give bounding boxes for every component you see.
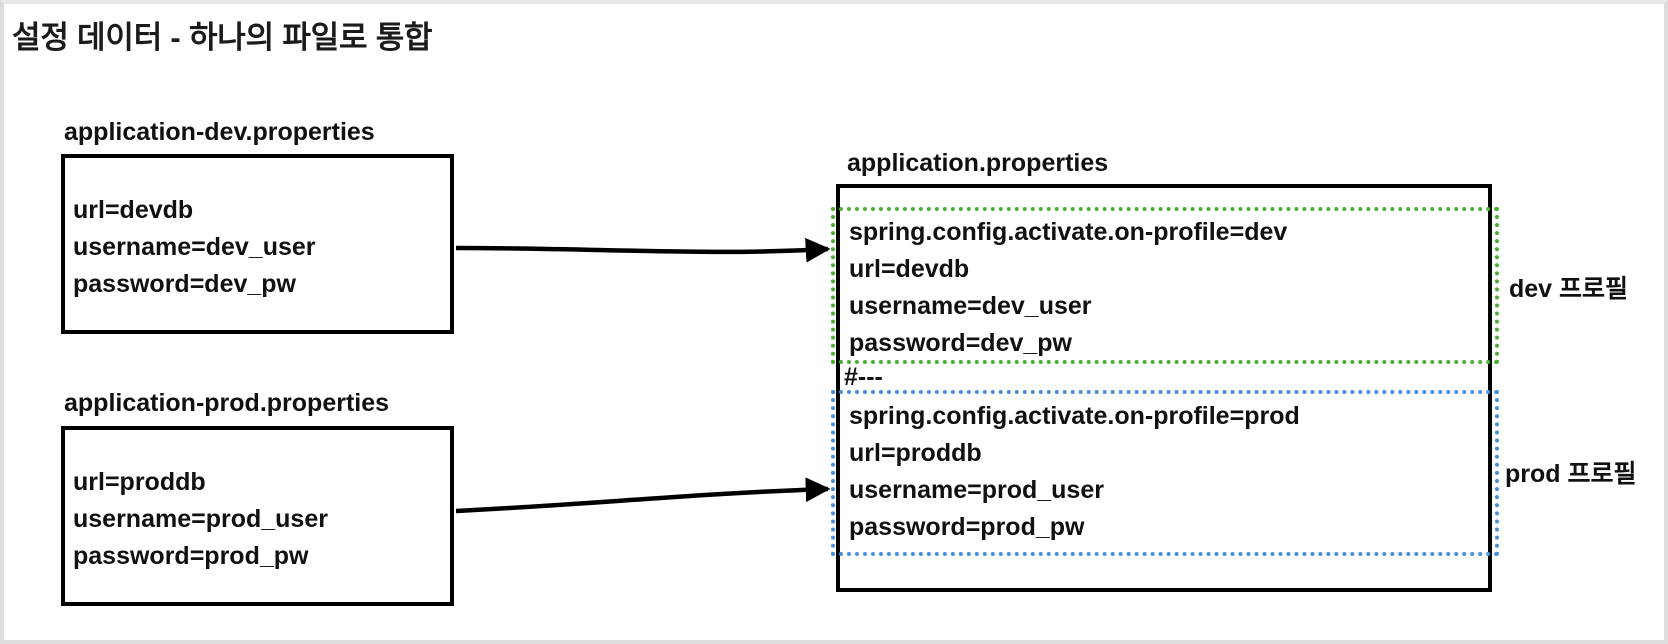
code-line: password=dev_pw bbox=[73, 270, 296, 298]
code-line: password=prod_pw bbox=[849, 513, 1085, 541]
profile-separator: #--- bbox=[844, 363, 883, 391]
file-box-application-properties bbox=[836, 184, 1492, 592]
caption-application-prod-properties: application-prod.properties bbox=[64, 389, 390, 417]
code-line: username=dev_user bbox=[849, 292, 1092, 320]
code-line: url=proddb bbox=[73, 468, 206, 496]
code-line: url=devdb bbox=[73, 196, 194, 224]
caption-application-dev-properties: application-dev.properties bbox=[64, 118, 375, 146]
merged-prod-code-block: spring.config.activate.on-profile=prod u… bbox=[849, 398, 1300, 546]
prod-profile-label: prod 프로필 bbox=[1505, 460, 1637, 488]
file-box-application-dev-properties: url=devdb username=dev_user password=dev… bbox=[61, 154, 454, 334]
code-line: password=prod_pw bbox=[73, 542, 309, 570]
dev-profile-region bbox=[831, 207, 1499, 364]
merged-dev-code-block: spring.config.activate.on-profile=dev ur… bbox=[849, 214, 1287, 362]
dev-profile-label: dev 프로필 bbox=[1509, 275, 1629, 303]
prod-profile-region bbox=[831, 390, 1499, 556]
dev-merge-arrow bbox=[455, 237, 831, 263]
code-line: password=dev_pw bbox=[849, 329, 1072, 357]
prod-merge-arrow bbox=[455, 477, 831, 514]
page-title: 설정 데이터 - 하나의 파일로 통합 bbox=[12, 20, 433, 55]
code-line: url=proddb bbox=[849, 439, 982, 467]
code-line: username=prod_user bbox=[73, 505, 328, 533]
file-box-application-prod-properties: url=proddb username=prod_user password=p… bbox=[61, 426, 454, 606]
code-line: username=prod_user bbox=[849, 476, 1104, 504]
caption-application-properties: application.properties bbox=[847, 149, 1109, 177]
code-line: spring.config.activate.on-profile=dev bbox=[849, 218, 1288, 246]
code-line: spring.config.activate.on-profile=prod bbox=[849, 402, 1300, 430]
code-line: url=devdb bbox=[849, 255, 970, 283]
code-line: username=dev_user bbox=[73, 233, 316, 261]
